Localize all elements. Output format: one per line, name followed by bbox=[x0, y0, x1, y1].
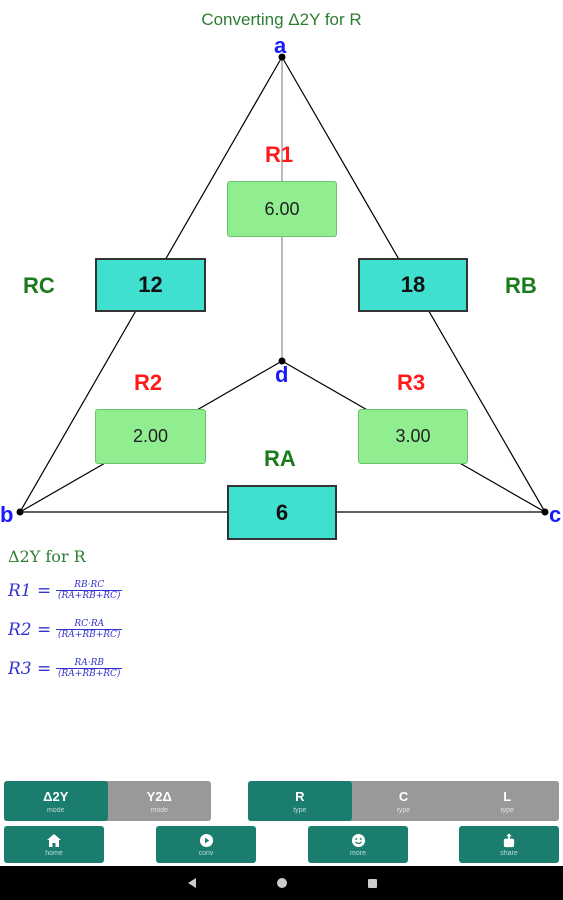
home-circle-icon bbox=[277, 878, 287, 888]
play-circle-icon bbox=[199, 833, 213, 847]
type-l-sub: type bbox=[500, 806, 514, 814]
node-b-dot bbox=[16, 508, 24, 516]
mode-delta-to-wye-label: Δ2Y bbox=[43, 788, 69, 804]
mode-wye-to-delta-button[interactable]: Y2Δ mode bbox=[108, 781, 212, 821]
formula-r2-numerator: RC·RA bbox=[74, 619, 105, 629]
r1-value-box: 6.00 bbox=[227, 181, 337, 237]
formula-r1-denominator: (RA+RB+RC) bbox=[56, 590, 123, 601]
more-button[interactable]: more bbox=[308, 826, 408, 863]
rb-label: RB bbox=[505, 273, 537, 298]
system-recents-button[interactable] bbox=[360, 866, 384, 900]
r1-label: R1 bbox=[265, 142, 294, 167]
ra-label: RA bbox=[264, 446, 296, 471]
node-d-label: d bbox=[275, 362, 289, 387]
node-c-dot bbox=[541, 508, 549, 516]
back-triangle-icon bbox=[188, 878, 196, 888]
more-button-label: more bbox=[350, 849, 366, 857]
home-icon bbox=[47, 833, 61, 847]
rc-input[interactable]: 12 bbox=[95, 258, 206, 312]
type-c-button[interactable]: C type bbox=[352, 781, 456, 821]
r2-label: R2 bbox=[134, 370, 163, 395]
formula-r3-denominator: (RA+RB+RC) bbox=[56, 668, 123, 679]
system-navigation-bar bbox=[0, 866, 563, 900]
formula-r3-lhs: R3 = bbox=[8, 658, 52, 679]
type-r-label: R bbox=[295, 788, 305, 804]
recents-square-icon bbox=[367, 878, 377, 888]
share-button[interactable]: share bbox=[459, 826, 559, 863]
smiley-icon bbox=[351, 833, 365, 847]
ra-input[interactable]: 6 bbox=[227, 485, 337, 540]
node-a-dot bbox=[278, 53, 286, 61]
type-r-button[interactable]: R type bbox=[248, 781, 352, 821]
system-back-button[interactable] bbox=[180, 866, 204, 900]
conv-button[interactable]: conv bbox=[156, 826, 256, 863]
formula-r2-denominator: (RA+RB+RC) bbox=[56, 629, 123, 640]
type-l-label: L bbox=[503, 788, 512, 804]
formula-r3: R3 = RA·RB (RA+RB+RC) bbox=[8, 658, 123, 679]
formula-r2: R2 = RC·RA (RA+RB+RC) bbox=[8, 619, 123, 640]
node-c-label: c bbox=[549, 502, 562, 527]
share-button-label: share bbox=[500, 849, 518, 857]
r2-value-box: 2.00 bbox=[95, 409, 206, 464]
type-toolbar: R type C type L type bbox=[248, 781, 559, 821]
node-d-dot bbox=[278, 357, 286, 365]
formula-r3-numerator: RA·RB bbox=[74, 658, 104, 668]
rb-input[interactable]: 18 bbox=[358, 258, 468, 312]
r3-label: R3 bbox=[397, 370, 426, 395]
home-button-label: home bbox=[45, 849, 63, 857]
type-c-label: C bbox=[398, 788, 409, 804]
node-a-label: a bbox=[274, 33, 287, 58]
formula-r1-numerator: RB·RC bbox=[74, 580, 105, 590]
system-home-button[interactable] bbox=[270, 866, 294, 900]
home-button[interactable]: home bbox=[4, 826, 104, 863]
mode-toolbar: Δ2Y mode Y2Δ mode bbox=[4, 781, 211, 821]
share-icon bbox=[503, 832, 515, 847]
mode-wye-to-delta-sub: mode bbox=[150, 806, 168, 814]
formula-r1-lhs: R1 = bbox=[8, 580, 52, 601]
mode-delta-to-wye-button[interactable]: Δ2Y mode bbox=[4, 781, 108, 821]
type-c-sub: type bbox=[396, 806, 411, 814]
formula-r2-lhs: R2 = bbox=[8, 619, 52, 640]
rc-label: RC bbox=[23, 273, 55, 298]
type-l-button[interactable]: L type bbox=[455, 781, 559, 821]
formula-r1: R1 = RB·RC (RA+RB+RC) bbox=[8, 580, 123, 601]
type-r-sub: type bbox=[293, 806, 307, 814]
mode-wye-to-delta-label: Y2Δ bbox=[146, 788, 172, 804]
formula-title: Δ2Y for R bbox=[8, 547, 86, 566]
conv-button-label: conv bbox=[198, 849, 214, 857]
mode-delta-to-wye-sub: mode bbox=[46, 806, 65, 814]
r3-value-box: 3.00 bbox=[358, 409, 468, 464]
page-title: Converting Δ2Y for R bbox=[201, 10, 362, 29]
node-b-label: b bbox=[0, 502, 14, 527]
